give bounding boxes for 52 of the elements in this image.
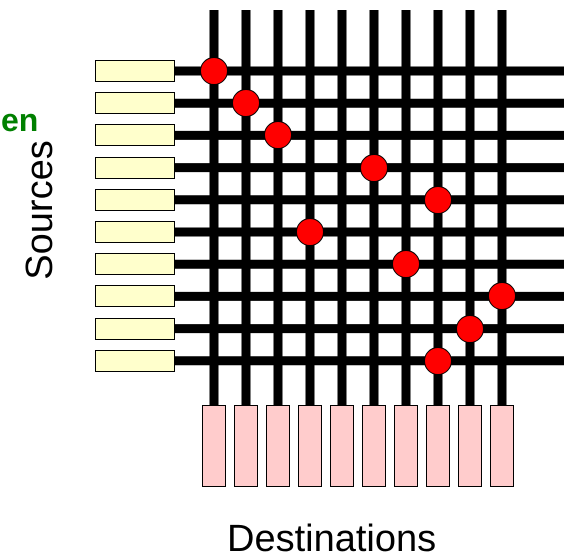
source-box xyxy=(95,156,175,179)
destination-box xyxy=(362,405,386,487)
grid-line xyxy=(175,324,564,334)
crosspoint-dot xyxy=(264,121,292,150)
grid-line xyxy=(175,163,564,172)
grid-line xyxy=(175,195,564,204)
grid-line xyxy=(175,98,564,108)
destination-box xyxy=(266,405,290,487)
grid-line xyxy=(175,292,564,301)
grid-line xyxy=(175,228,564,236)
source-box xyxy=(95,188,175,211)
crosspoint-dot xyxy=(200,57,228,85)
grid-line xyxy=(370,10,378,405)
source-box xyxy=(95,92,175,114)
destination-box xyxy=(426,405,450,487)
destination-box xyxy=(394,405,418,487)
source-box xyxy=(95,350,175,372)
crosspoint-dot xyxy=(232,89,260,118)
grid-line xyxy=(434,10,442,405)
grid-line xyxy=(402,10,410,405)
axis-label: Destinations xyxy=(227,520,436,558)
crosspoint-dot xyxy=(488,282,516,310)
grid-line xyxy=(175,356,564,366)
grid-line xyxy=(338,10,346,405)
destination-box xyxy=(490,405,514,487)
source-box xyxy=(95,124,175,146)
source-box xyxy=(95,253,175,276)
grid-line xyxy=(175,130,564,140)
destination-box xyxy=(234,405,258,487)
crosspoint-dot xyxy=(392,250,420,278)
grid-line xyxy=(175,260,564,269)
crosspoint-dot xyxy=(360,154,388,182)
destination-box xyxy=(330,405,354,487)
crosspoint-dot xyxy=(424,186,452,214)
source-box xyxy=(95,285,175,308)
grid-line xyxy=(242,10,250,405)
source-box xyxy=(95,60,175,82)
grid-line xyxy=(210,10,218,405)
source-box xyxy=(95,221,175,243)
grid-line xyxy=(498,10,506,405)
grid-line xyxy=(466,10,474,405)
axis-label: Sources xyxy=(21,140,59,280)
destination-box xyxy=(202,405,226,487)
grid-line xyxy=(306,10,314,405)
crosspoint-dot xyxy=(456,314,484,343)
partial-heading-text: en xyxy=(1,104,38,136)
grid-line xyxy=(274,10,282,405)
crosspoint-dot xyxy=(296,218,324,246)
source-box xyxy=(95,318,175,340)
crosspoint-dot xyxy=(424,346,452,375)
destination-box xyxy=(458,405,482,487)
destination-box xyxy=(298,405,322,487)
